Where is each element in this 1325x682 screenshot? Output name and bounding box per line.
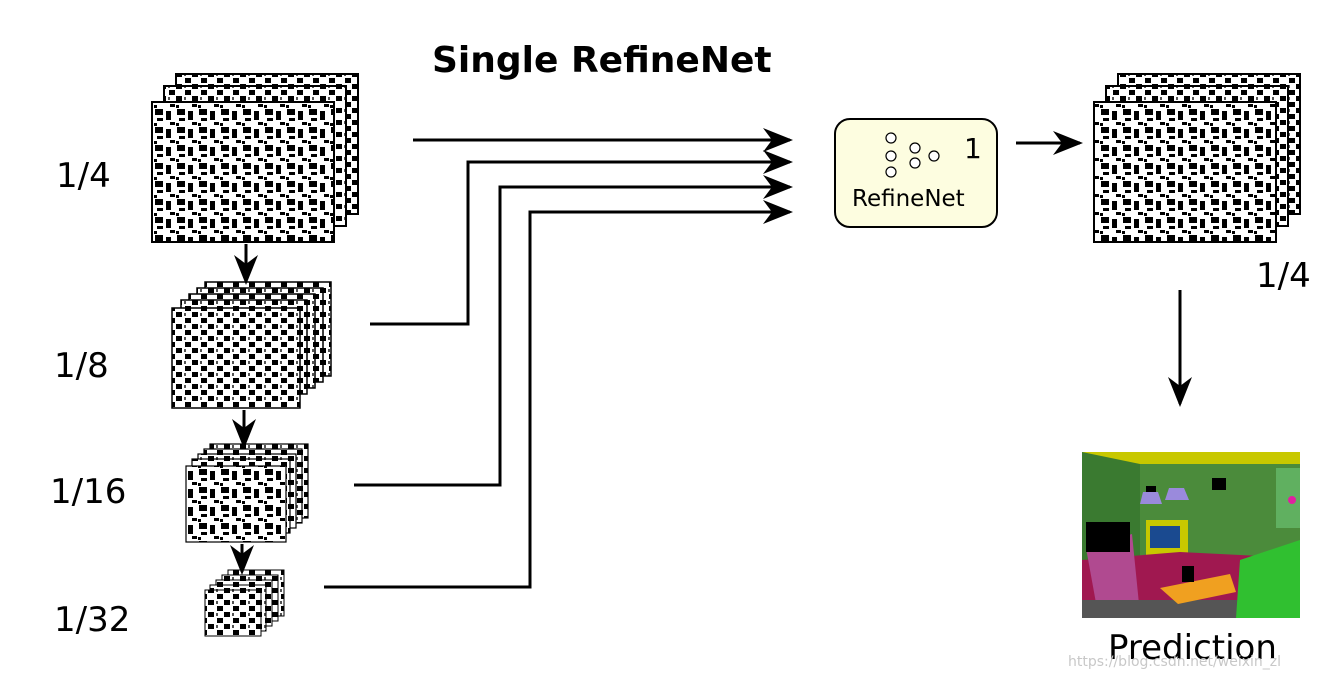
watermark: https://blog.csdn.net/weixin_zl xyxy=(1068,654,1281,670)
scale-label-1-4: 1/4 xyxy=(56,156,111,196)
downsample-arrows xyxy=(230,244,258,575)
feature-stack-1-8 xyxy=(171,281,332,409)
prediction-image xyxy=(1082,452,1300,618)
scale-label-1-16: 1/16 xyxy=(50,472,127,512)
refinenet-label: RefineNet xyxy=(852,186,965,212)
input-connectors xyxy=(324,128,793,589)
diagram-title: Single RefineNet xyxy=(432,40,772,81)
refinenet-index: 1 xyxy=(964,132,982,165)
output-scale-label: 1/4 xyxy=(1256,256,1311,296)
scale-label-1-8: 1/8 xyxy=(54,346,109,386)
output-connector xyxy=(1016,131,1192,407)
neural-net-nodes xyxy=(885,132,940,178)
scale-label-1-32: 1/32 xyxy=(54,600,131,640)
feature-stack-1-32 xyxy=(204,569,285,637)
feature-stack-1-16 xyxy=(185,443,309,543)
refinenet-block: 1 RefineNet xyxy=(834,118,998,228)
prediction-label: Prediction xyxy=(1108,628,1277,668)
feature-stack-1-4 xyxy=(151,73,359,243)
output-feature-stack xyxy=(1093,73,1301,243)
